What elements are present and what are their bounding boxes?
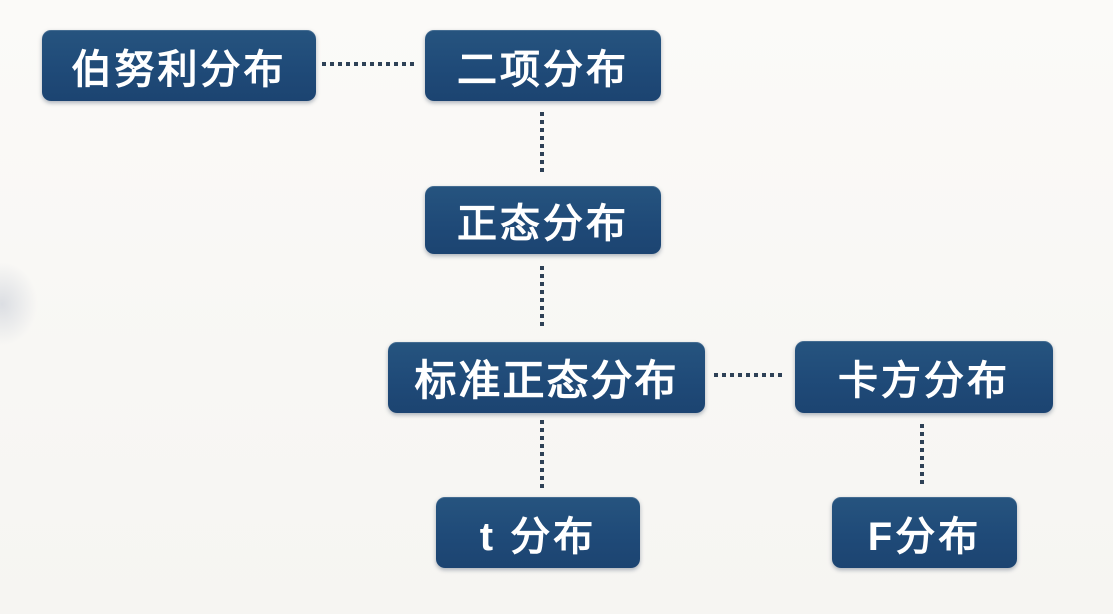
node-chi-square-label: 卡方分布 [838,359,1010,403]
node-normal-distribution: 正态分布 [425,186,661,254]
edge-bernoulli-to-binomial [322,62,418,66]
edge-normal-to-standard-normal [540,266,544,326]
edge-standard-normal-to-t [540,420,544,490]
node-f-label: F分布 [867,514,982,559]
node-binomial-distribution: 二项分布 [425,30,661,101]
node-chi-square-distribution: 卡方分布 [795,341,1053,413]
edge-standard-normal-to-chi-square [714,373,786,377]
edge-binomial-to-normal [540,112,544,174]
node-standard-normal-distribution: 标准正态分布 [388,342,705,413]
node-f-distribution: F分布 [832,497,1017,568]
node-binomial-label: 二项分布 [457,47,629,92]
node-t-label: t 分布 [479,514,597,559]
node-normal-label: 正态分布 [457,202,629,246]
node-t-distribution: t 分布 [436,497,640,568]
node-bernoulli-label: 伯努利分布 [71,47,287,92]
edge-chi-square-to-f [920,424,924,486]
node-bernoulli-distribution: 伯努利分布 [42,30,316,101]
node-standard-normal-label: 标准正态分布 [414,357,679,404]
left-edge-smudge [0,262,38,346]
